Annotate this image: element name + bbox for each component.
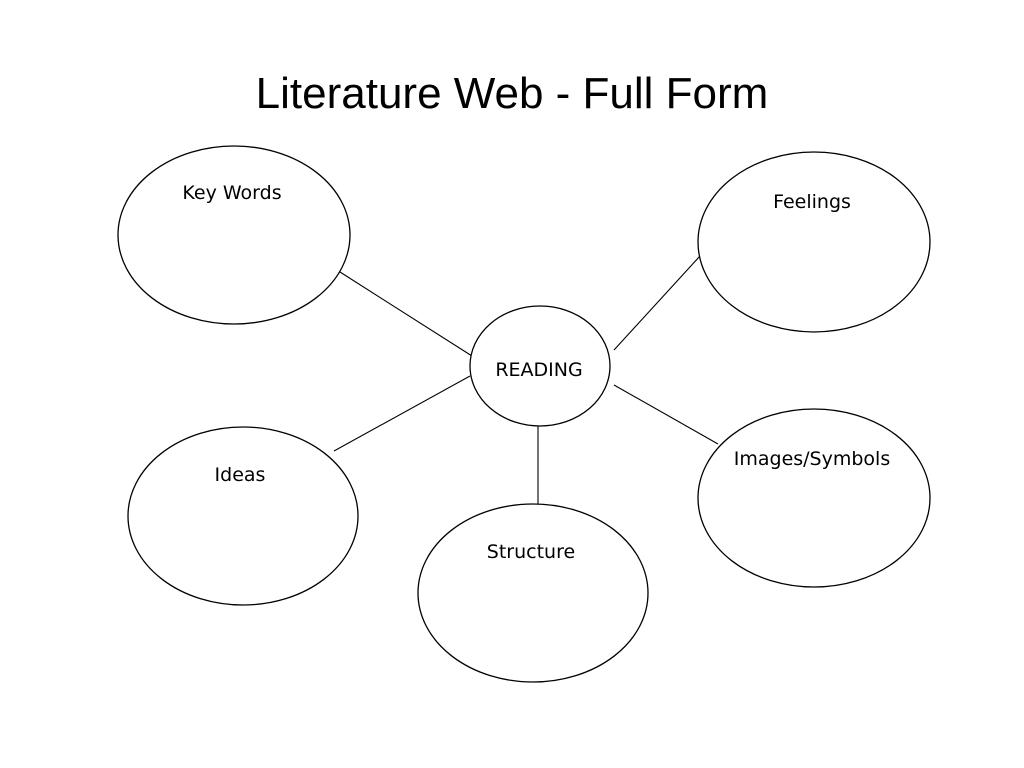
node-reading [469, 305, 611, 427]
node-images-symbols [697, 408, 931, 588]
connector-key-words [339, 271, 473, 357]
connector-feelings [613, 255, 701, 351]
connector-images-symbols [613, 384, 719, 445]
node-images-symbols-label: Images/Symbols [734, 448, 890, 470]
slide-title: Literature Web - Full Form [255, 69, 769, 118]
node-reading-label: READING [495, 359, 582, 381]
node-key-words-label: Key Words [182, 182, 281, 204]
node-feelings [697, 151, 931, 333]
node-structure [417, 503, 649, 683]
node-key-words [117, 145, 351, 325]
node-ideas [127, 426, 359, 606]
node-ideas-label: Ideas [215, 464, 266, 486]
node-structure-label: Structure [487, 541, 575, 563]
node-feelings-label: Feelings [773, 191, 851, 213]
connector-ideas [333, 375, 471, 452]
